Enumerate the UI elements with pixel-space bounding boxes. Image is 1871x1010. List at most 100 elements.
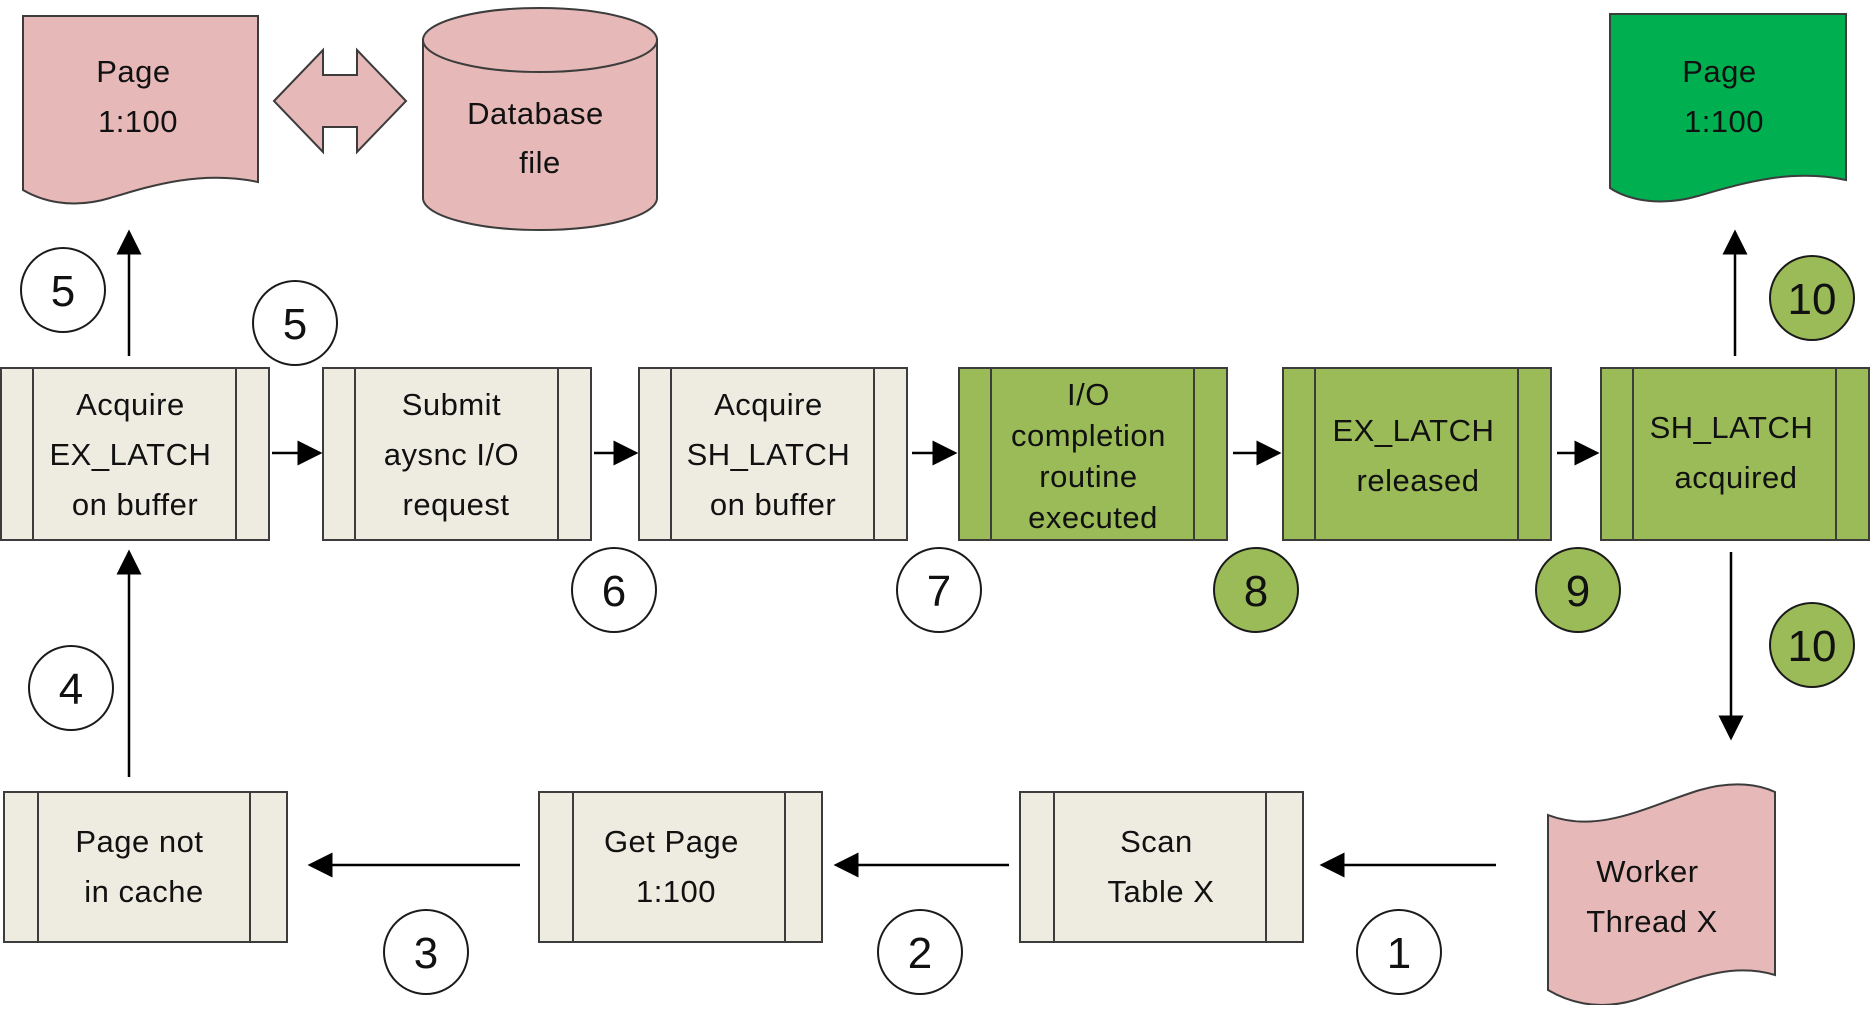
step-5a-badge: 5	[20, 247, 106, 333]
worker-thread-document: Worker Thread X	[1547, 783, 1776, 1007]
sh-latch-acquired-box	[1600, 367, 1870, 541]
get-page-box	[538, 791, 823, 943]
submit-async-io-line-3: request	[403, 487, 510, 522]
step-4-label: 4	[59, 665, 83, 714]
page-result-label: Page 1:100	[1682, 54, 1766, 139]
page-result-line-2: 1:100	[1684, 104, 1764, 139]
step-6-label: 6	[602, 567, 626, 616]
step-1-label: 1	[1387, 929, 1411, 978]
step-3-circle	[383, 909, 469, 995]
step-5b-circle	[252, 280, 338, 366]
page-not-in-cache-box	[3, 791, 288, 943]
worker-thread-line-2: Thread X	[1586, 904, 1718, 939]
submit-async-io-line-2: aysnc I/O	[384, 437, 519, 472]
scan-table-line-2: Table X	[1108, 874, 1215, 909]
step-10b-badge: 10	[1769, 602, 1855, 688]
submit-async-io-label: Submit aysnc I/O request	[384, 387, 529, 522]
step-circles: 1 2 3 4 5 5 6 7	[20, 247, 1855, 995]
step-9-badge: 9	[1535, 547, 1621, 633]
step-1-badge: 1	[1356, 909, 1442, 995]
database-file-top	[422, 7, 658, 73]
scan-table-box	[1019, 791, 1304, 943]
step-3-badge: 3	[383, 909, 469, 995]
process-get-page: Get Page 1:100	[538, 791, 823, 943]
step-5b-label: 5	[283, 300, 307, 349]
page-source-document: Page 1:100	[22, 15, 259, 205]
acquire-ex-latch-line-1: Acquire	[76, 387, 185, 422]
submit-async-io-line-1: Submit	[402, 387, 501, 422]
io-completion-line-2: completion	[1011, 418, 1166, 453]
acquire-ex-latch-label: Acquire EX_LATCH on buffer	[49, 387, 220, 522]
acquire-ex-latch-box	[0, 367, 270, 541]
step-2-label: 2	[908, 929, 932, 978]
step-6-circle	[571, 547, 657, 633]
page-result-shape	[1609, 13, 1847, 203]
acquire-sh-latch-line-1: Acquire	[714, 387, 823, 422]
acquire-sh-latch-label: Acquire SH_LATCH on buffer	[687, 387, 860, 522]
step-8-circle	[1213, 547, 1299, 633]
acquire-ex-latch-line-2: EX_LATCH	[49, 437, 211, 472]
step-7-badge: 7	[896, 547, 982, 633]
page-result-document: Page 1:100	[1609, 13, 1847, 203]
acquire-sh-latch-line-2: SH_LATCH	[687, 437, 851, 472]
page-source-line-2: 1:100	[98, 104, 178, 139]
step-5b-badge: 5	[252, 280, 338, 366]
io-completion-label: I/O completion routine executed	[1011, 377, 1175, 535]
step-7-label: 7	[927, 567, 951, 616]
acquire-sh-latch-line-3: on buffer	[710, 487, 836, 522]
step-1-circle	[1356, 909, 1442, 995]
process-acquire-sh-latch: Acquire SH_LATCH on buffer	[638, 367, 908, 541]
process-acquire-ex-latch: Acquire EX_LATCH on buffer	[0, 367, 270, 541]
connectors	[116, 229, 1748, 878]
step-10a-label: 10	[1788, 275, 1837, 324]
step-9-circle	[1535, 547, 1621, 633]
scan-table-line-1: Scan	[1120, 824, 1193, 859]
database-file-line-2: file	[519, 145, 561, 180]
ex-latch-released-label: EX_LATCH released	[1332, 413, 1503, 498]
worker-thread-shape	[1547, 783, 1776, 1007]
step-2-circle	[877, 909, 963, 995]
io-completion-line-4: executed	[1028, 500, 1158, 535]
double-arrow-read-write	[272, 47, 408, 155]
step-9-label: 9	[1566, 567, 1590, 616]
database-file-label: Database file	[467, 96, 613, 180]
get-page-label: Get Page 1:100	[604, 824, 748, 909]
process-submit-async-io: Submit aysnc I/O request	[322, 367, 592, 541]
database-file-cylinder: Database file	[422, 7, 658, 231]
submit-async-io-box	[322, 367, 592, 541]
io-completion-line-3: routine	[1039, 459, 1137, 494]
step-5a-circle	[20, 247, 106, 333]
page-source-line-1: Page	[96, 54, 170, 89]
process-scan-table: Scan Table X	[1019, 791, 1304, 943]
step-10b-label: 10	[1788, 622, 1837, 671]
double-arrow-shape	[272, 47, 408, 155]
page-not-in-cache-line-2: in cache	[84, 874, 203, 909]
step-2-badge: 2	[877, 909, 963, 995]
page-not-in-cache-label: Page not in cache	[75, 824, 212, 909]
worker-thread-label: Worker Thread X	[1586, 854, 1718, 939]
page-not-in-cache-line-1: Page not	[75, 824, 203, 859]
get-page-line-1: Get Page	[604, 824, 739, 859]
page-source-shape	[22, 15, 259, 205]
scan-table-label: Scan Table X	[1108, 824, 1215, 909]
process-page-not-in-cache: Page not in cache	[3, 791, 288, 943]
step-4-badge: 4	[28, 645, 114, 731]
ex-latch-released-line-1: EX_LATCH	[1332, 413, 1494, 448]
sh-latch-acquired-label: SH_LATCH acquired	[1650, 410, 1823, 495]
sh-latch-acquired-line-2: acquired	[1675, 460, 1798, 495]
process-ex-latch-released: EX_LATCH released	[1282, 367, 1552, 541]
database-file-body	[422, 39, 658, 231]
page-result-line-1: Page	[1682, 54, 1756, 89]
io-completion-line-1: I/O	[1067, 377, 1110, 412]
step-10a-circle	[1769, 255, 1855, 341]
step-5a-label: 5	[51, 267, 75, 316]
process-sh-latch-acquired: SH_LATCH acquired	[1600, 367, 1870, 541]
ex-latch-released-line-2: released	[1357, 463, 1480, 498]
step-10a-badge: 10	[1769, 255, 1855, 341]
step-8-badge: 8	[1213, 547, 1299, 633]
io-completion-box	[958, 367, 1228, 541]
acquire-ex-latch-line-3: on buffer	[72, 487, 198, 522]
step-6-badge: 6	[571, 547, 657, 633]
